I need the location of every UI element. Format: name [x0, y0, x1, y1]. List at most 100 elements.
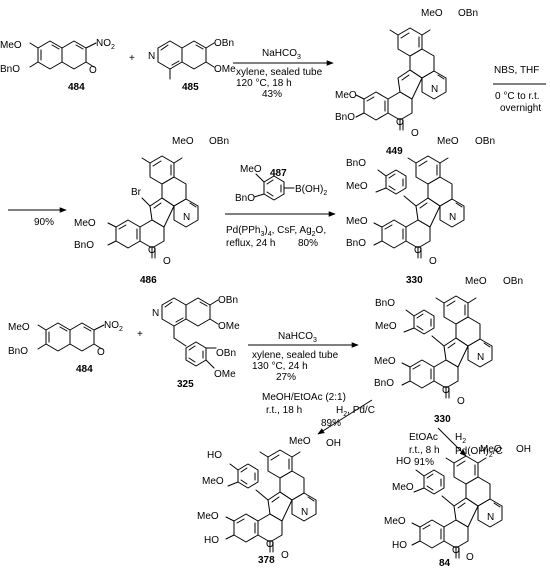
compound-330-a — [373, 155, 465, 259]
ring-oxygen-label: O — [452, 545, 460, 556]
benzyloxy-label: OBn — [503, 276, 523, 287]
benzyloxy-label: OBn — [218, 295, 238, 306]
benzyloxy-label: BnO — [335, 112, 355, 123]
methoxy-label: MeO — [421, 8, 443, 19]
nitrogen-label: N — [449, 212, 456, 223]
oxo-label: O — [429, 256, 437, 267]
methoxy-label: MeO — [197, 511, 219, 522]
methoxy-label: OMe — [218, 321, 240, 332]
hydroxy-label: HO — [207, 450, 222, 461]
compound-number-378: 378 — [258, 555, 275, 566]
condition-text: r.t., 18 h — [266, 405, 302, 416]
reaction-arrow-6 — [317, 399, 373, 435]
reagent-text: H2 — [455, 432, 466, 445]
compound-number-484: 484 — [68, 82, 85, 93]
boronic-acid-label: B(OH)2 — [295, 184, 327, 197]
ring-oxygen-label: O — [148, 245, 156, 256]
bromo-label: Br — [131, 187, 142, 198]
methoxy-label: MeO — [74, 218, 96, 229]
methoxy-label: MeO — [437, 136, 459, 147]
oxo-label: O — [281, 550, 289, 561]
methoxy-label: MeO — [375, 321, 397, 332]
benzyloxy-label: BnO — [346, 238, 366, 249]
benzyloxy-label: BnO — [235, 193, 255, 204]
nitrogen-label: N — [301, 507, 308, 518]
benzyloxy-label: OBn — [216, 348, 236, 359]
benzyloxy-label: BnO — [375, 298, 395, 309]
methoxy-label: MeO — [465, 276, 487, 287]
condition-text: reflux, 24 h — [226, 238, 275, 249]
compound-number-449: 449 — [386, 146, 403, 157]
compound-330-b — [401, 295, 493, 399]
methoxy-label: OMe — [214, 369, 236, 380]
compound-485 — [157, 40, 215, 80]
methoxy-label: MeO — [384, 516, 406, 527]
compound-number-84: 84 — [439, 558, 451, 569]
benzyloxy-label: OBn — [475, 136, 495, 147]
reaction-arrow-7 — [437, 427, 467, 457]
condition-text: xylene, sealed tube — [236, 67, 323, 78]
nitrogen-label: N — [183, 212, 190, 223]
yield-text: 89% — [321, 418, 341, 429]
oxo-label: O — [411, 128, 419, 139]
benzyloxy-label: BnO — [374, 378, 394, 389]
compound-484-b — [37, 322, 105, 352]
reagent-text: Pd(OH)2/C — [455, 446, 503, 459]
methoxy-label: OMe — [214, 64, 236, 75]
ring-oxygen-label: O — [414, 245, 422, 256]
ring-oxygen-label: O — [266, 539, 274, 550]
condition-text: MeOH/EtOAc (2:1) — [262, 392, 346, 403]
compound-487 — [253, 173, 295, 201]
methoxy-label: MeO — [202, 476, 224, 487]
methoxy-label: MeO — [240, 164, 262, 175]
reagent-text: NaHCO3 — [262, 48, 301, 61]
methoxy-label: MeO — [346, 181, 368, 192]
oxo-label: O — [89, 65, 97, 76]
methoxy-label: MeO — [392, 482, 414, 493]
methoxy-label: MeO — [8, 322, 30, 333]
compound-378 — [225, 449, 317, 553]
methoxy-label: MeO — [374, 356, 396, 367]
benzyloxy-label: OBn — [458, 8, 478, 19]
yield-text: 80% — [298, 238, 318, 249]
benzyloxy-label: BnO — [0, 64, 20, 75]
nitrogen-label: N — [477, 352, 484, 363]
condition-text: r.t., 8 h — [409, 445, 440, 456]
compound-number-484: 484 — [76, 364, 93, 375]
oxo-label: O — [466, 552, 474, 563]
reagent-text: NBS, THF — [494, 65, 539, 76]
compound-84 — [411, 455, 503, 559]
hydroxy-label: HO — [204, 535, 219, 546]
plus-sign: + — [137, 329, 143, 340]
condition-text: Pd(PPh3)4, CsF, Ag2O, — [226, 225, 326, 238]
ring-oxygen-label: O — [396, 117, 404, 128]
yield-text: 90% — [34, 217, 54, 228]
hydroxy-label: OH — [326, 438, 341, 449]
oxo-label: O — [97, 347, 105, 358]
compound-486 — [107, 155, 199, 259]
benzyloxy-label: OBn — [209, 136, 229, 147]
nitro-label: NO2 — [104, 320, 123, 333]
compound-number-330: 330 — [406, 275, 423, 286]
benzyloxy-label: BnO — [74, 240, 94, 251]
methoxy-label: MeO — [0, 40, 22, 51]
yield-text: 43% — [262, 89, 282, 100]
nitrogen-label: N — [148, 51, 155, 62]
hydroxy-label: HO — [396, 456, 411, 467]
compound-449 — [355, 27, 447, 131]
benzyloxy-label: BnO — [8, 346, 28, 357]
nitrogen-label: N — [431, 84, 438, 95]
methoxy-label: MeO — [289, 436, 311, 447]
compound-number-325: 325 — [177, 379, 194, 390]
reagent-text: NaHCO3 — [278, 331, 317, 344]
yield-text: 91% — [414, 457, 434, 468]
methoxy-label: MeO — [335, 90, 357, 101]
compound-number-485: 485 — [182, 82, 199, 93]
benzyloxy-label: BnO — [346, 158, 366, 169]
hydroxy-label: HO — [392, 540, 407, 551]
oxo-label: O — [163, 256, 171, 267]
condition-text: 130 °C, 24 h — [252, 361, 308, 372]
nitrogen-label: N — [152, 308, 159, 319]
compound-484 — [29, 40, 97, 70]
